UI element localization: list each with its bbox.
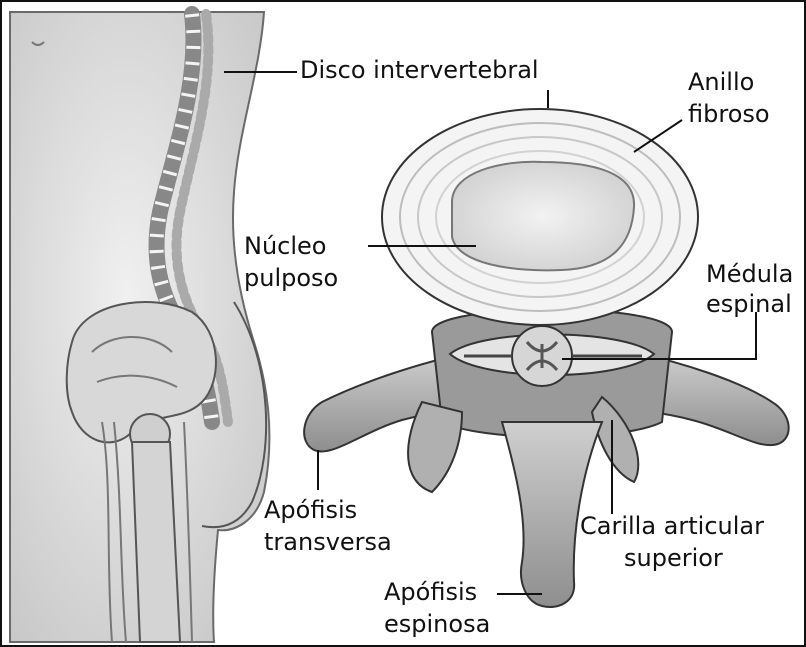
- body-side-view: [10, 12, 269, 642]
- label-medula-line2: espinal: [706, 290, 792, 318]
- label-nucleo-line2: pulposo: [244, 264, 338, 292]
- label-nucleo-line1: Núcleo: [244, 232, 326, 260]
- label-espinosa-line2: espinosa: [384, 610, 490, 638]
- label-transversa-line1: Apófisis: [264, 496, 357, 524]
- label-carilla-line1: Carilla articular: [580, 512, 764, 540]
- label-anillo-line2: fibroso: [688, 100, 770, 128]
- label-disco-intervertebral: Disco intervertebral: [300, 56, 539, 84]
- left-articular-facet: [408, 402, 462, 492]
- label-medula-line1: Médula: [706, 260, 793, 288]
- label-transversa-line2: transversa: [264, 528, 392, 556]
- label-anillo-line1: Anillo: [688, 68, 754, 96]
- nucleus-pulposus: [452, 162, 634, 271]
- label-carilla-line2: superior: [624, 544, 723, 572]
- label-espinosa-line1: Apófisis: [384, 578, 477, 606]
